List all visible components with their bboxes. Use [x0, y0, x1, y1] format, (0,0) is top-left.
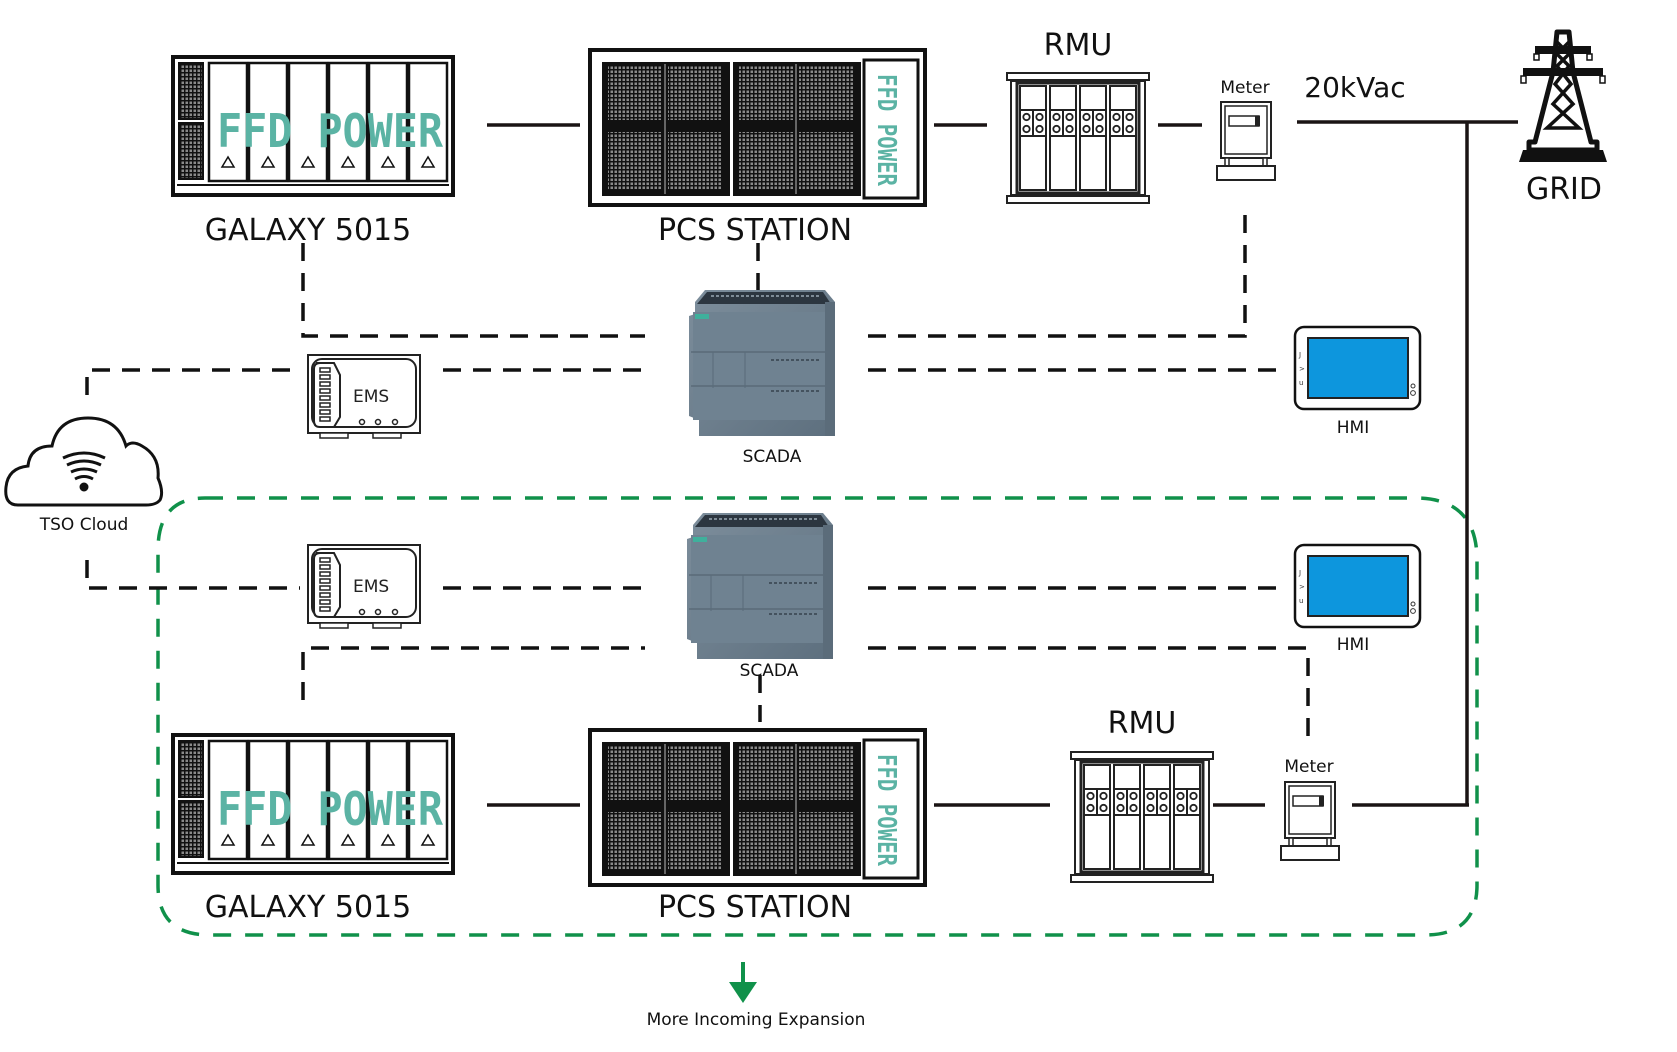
pcs-label: PCS STATION [658, 890, 852, 925]
rmu-label: RMU [1044, 28, 1113, 63]
brand-logo: FFD POWER [217, 782, 443, 836]
expansion-indicator: More Incoming Expansion [647, 962, 866, 1030]
pcs-label: PCS STATION [658, 213, 852, 248]
brand-logo: FFD POWER [217, 104, 443, 158]
unit-1: FFD POWER GALAXY 5015 FFD POWER PCS STAT… [171, 28, 1422, 467]
hmi-label: HMI [1337, 635, 1369, 655]
scada-plc [688, 289, 836, 437]
battery-label: GALAXY 5015 [205, 213, 411, 248]
grid-label: GRID [1526, 172, 1602, 207]
brand-logo: FFD POWER [871, 74, 901, 186]
ems-unit: EMS [307, 354, 421, 439]
pcs-station: FFD POWER [588, 48, 927, 207]
hmi-label: HMI [1337, 418, 1369, 438]
rmu-label: RMU [1108, 706, 1177, 741]
rmu-cabinet [1069, 750, 1215, 884]
wifi-icon [62, 451, 106, 492]
pcs-station: FFD POWER [588, 728, 927, 887]
rmu-cabinet [1005, 71, 1151, 205]
hmi-panel [1293, 325, 1422, 411]
ems-label: EMS [353, 577, 389, 597]
voltage-label: 20kVac [1304, 71, 1405, 104]
ems-label: EMS [353, 387, 389, 407]
meter-icon [1216, 101, 1276, 181]
meter-label: Meter [1284, 757, 1333, 777]
cloud-label: TSO Cloud [39, 515, 129, 535]
scada-label: SCADA [740, 661, 799, 681]
meter-icon [1280, 781, 1340, 861]
hmi-panel [1293, 543, 1422, 629]
brand-logo: FFD POWER [871, 754, 901, 866]
power-lines [487, 120, 1518, 807]
communication-lines [85, 205, 1310, 740]
battery-label: GALAXY 5015 [205, 890, 411, 925]
tso-cloud: TSO Cloud [4, 416, 164, 535]
arrow-down-icon [729, 982, 757, 1003]
battery-cabinet: FFD POWER [171, 733, 455, 875]
scada-label: SCADA [743, 447, 802, 467]
grid: 20kVac GRID [1304, 32, 1607, 207]
unit-2: EMS SCADA HMI FFD POWER GALAXY 5015 FFD … [171, 512, 1422, 925]
ems-unit: EMS [307, 544, 421, 629]
battery-cabinet: FFD POWER [171, 55, 455, 197]
expansion-label: More Incoming Expansion [647, 1010, 866, 1030]
expansion-boundary [156, 496, 1479, 937]
transmission-tower-icon [1519, 32, 1607, 162]
meter-label: Meter [1220, 78, 1269, 98]
scada-plc [686, 512, 834, 660]
